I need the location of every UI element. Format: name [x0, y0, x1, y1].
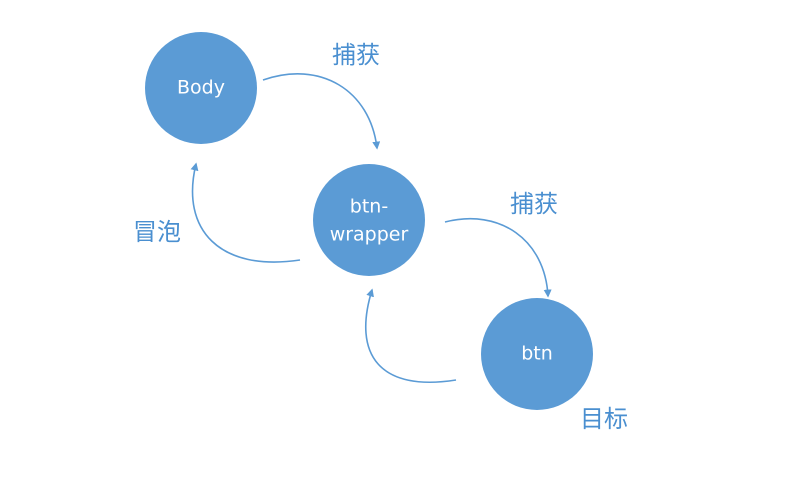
node-btn-wrapper-label-line1: btn-: [350, 196, 388, 218]
node-btn-label: btn: [521, 343, 553, 365]
node-btn: btn: [481, 298, 593, 410]
capture-arrow-body-to-wrapper: [262, 73, 381, 150]
label-bubble: 冒泡: [133, 218, 181, 246]
node-body-label: Body: [177, 77, 225, 99]
node-btn-wrapper-label-line2: wrapper: [330, 224, 409, 246]
node-btn-circle: [481, 298, 593, 410]
capture-arrow-wrapper-to-btn: [444, 217, 552, 298]
label-target: 目标: [580, 405, 628, 433]
node-body: Body: [145, 32, 257, 144]
label-capture-middle: 捕获: [510, 190, 558, 218]
bubble-arrow-btn-to-wrapper: [364, 288, 457, 384]
node-btn-wrapper-circle: [313, 164, 425, 276]
label-capture-top: 捕获: [332, 41, 380, 69]
node-btn-wrapper: btn- wrapper: [313, 164, 425, 276]
node-body-circle: [145, 32, 257, 144]
bubble-arrow-wrapper-to-body: [190, 162, 301, 263]
